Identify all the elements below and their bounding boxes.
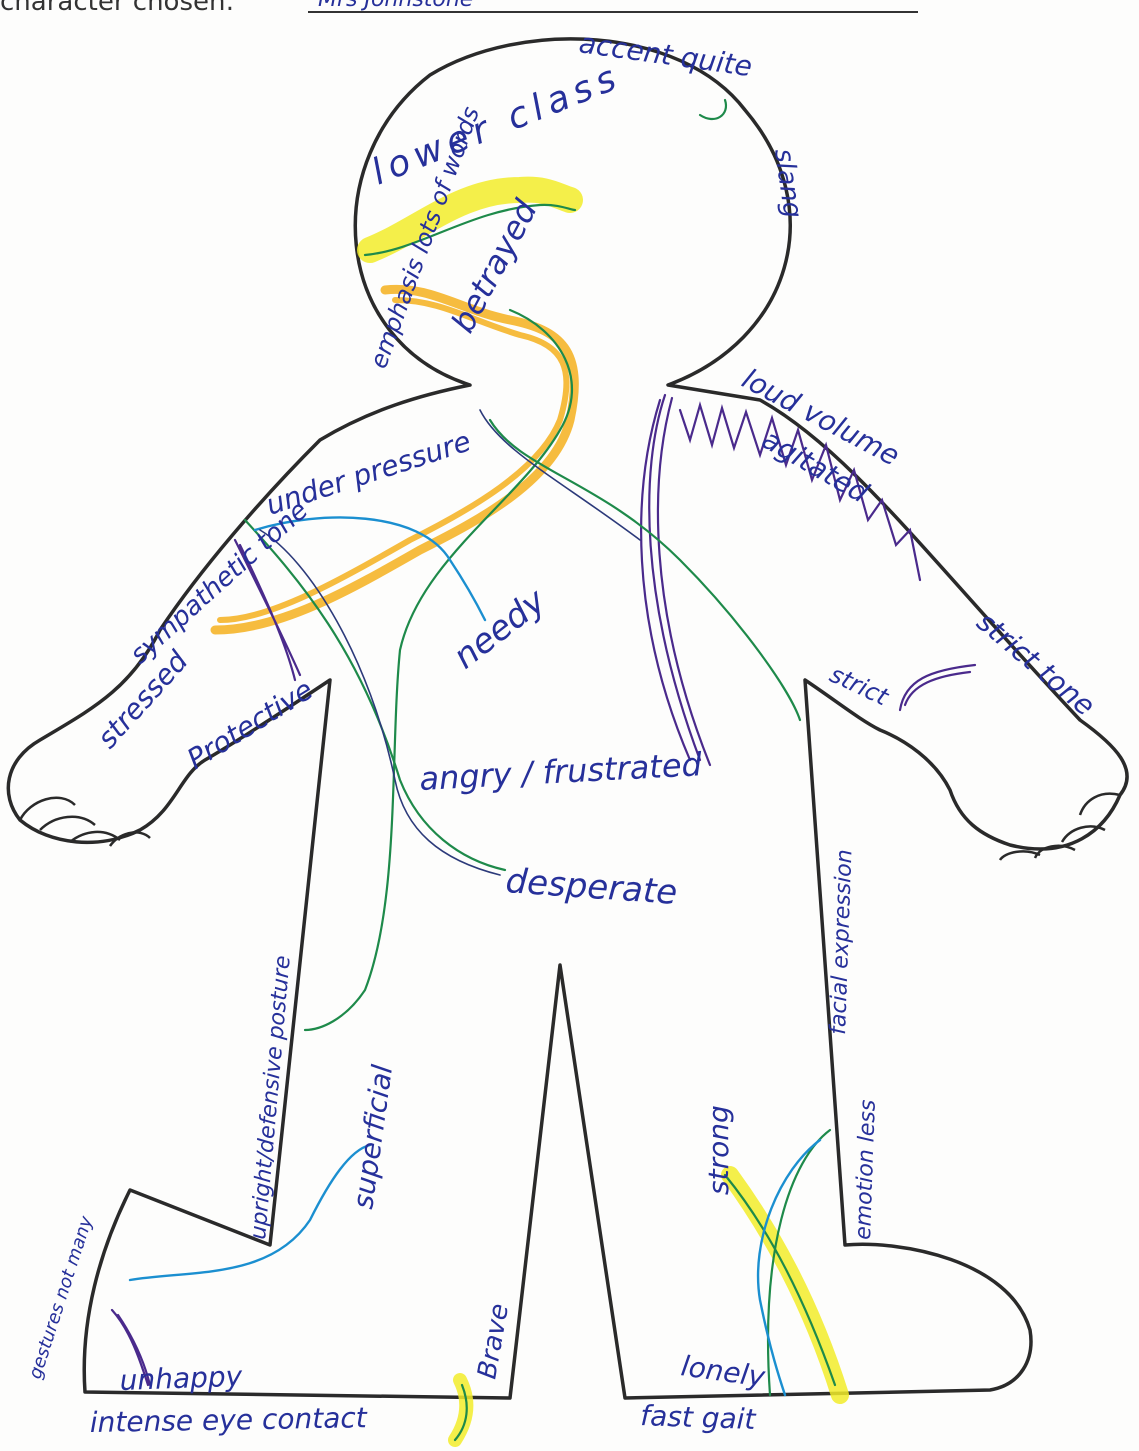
header-prefix: character chosen: xyxy=(0,0,234,17)
annotation-strict: strict xyxy=(825,660,894,712)
annotation-slang: slang xyxy=(768,147,807,220)
green-line-betrayed xyxy=(305,310,572,1030)
annotation-eye-contact: intense eye contact xyxy=(90,1401,368,1439)
annotation-protective: Protective xyxy=(181,673,319,776)
annotation-angry: angry / frustrated xyxy=(418,745,703,798)
annotation-lower-class: lower class xyxy=(366,56,627,193)
annotation-gestures: gestures not many xyxy=(25,1213,98,1381)
annotation-posture: upright/defensive posture xyxy=(246,955,296,1241)
annotation-fast-gait: fast gait xyxy=(640,1399,757,1436)
annotation-unhappy: unhappy xyxy=(119,1360,243,1397)
annotation-brave: Brave xyxy=(472,1301,515,1381)
annotation-facial-expression: facial expression xyxy=(826,849,857,1035)
annotation-superficial: superficial xyxy=(346,1063,399,1211)
right-hand-fingers xyxy=(1000,794,1120,860)
annotation-lonely: lonely xyxy=(679,1349,767,1393)
header-value: Mrs Johnstone xyxy=(318,0,473,12)
annotation-emotionless: emotion less xyxy=(851,1099,881,1240)
annotation-needy: needy xyxy=(446,580,554,677)
purple-scribble-hand xyxy=(900,665,975,710)
green-line-accent xyxy=(700,100,726,119)
annotation-strict-tone: strict tone xyxy=(971,605,1102,722)
annotation-strong: strong xyxy=(702,1105,735,1195)
body-outline xyxy=(8,39,1127,1398)
annotation-desperate: desperate xyxy=(504,861,678,913)
left-hand-fingers xyxy=(20,798,150,846)
